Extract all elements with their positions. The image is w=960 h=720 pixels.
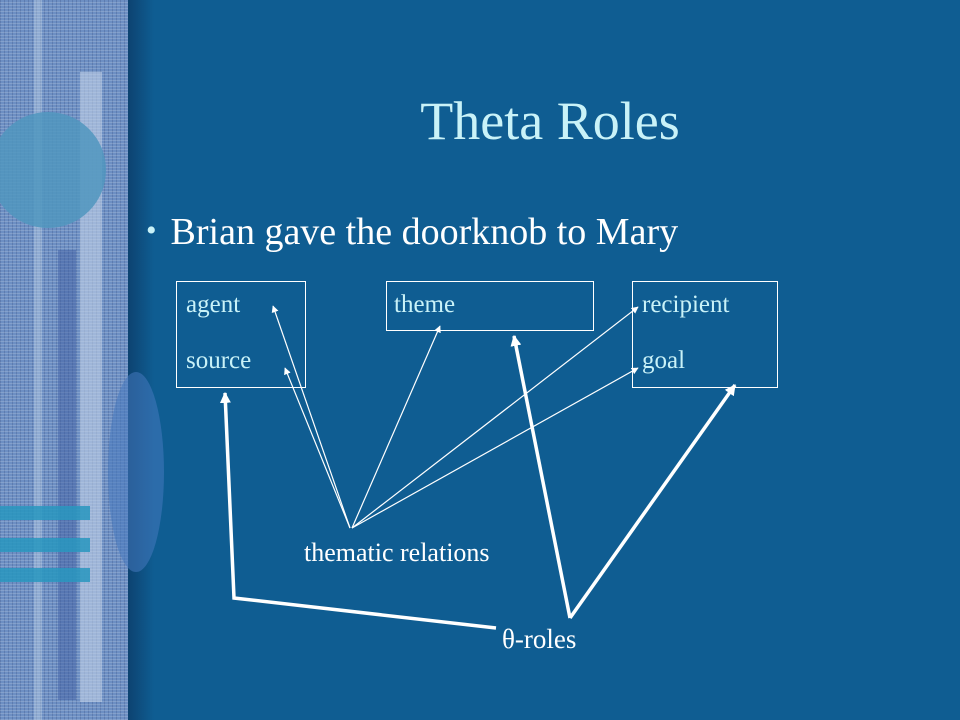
- arrow-thematic-to-recipient: [351, 306, 639, 529]
- arrow-thematic-to-source: [284, 367, 351, 529]
- role-label-source: source: [186, 347, 252, 374]
- role-label-recipient: recipient: [642, 291, 730, 318]
- arrow-theta-to-agent-box: [219, 391, 497, 630]
- arrow-thematic-to-agent: [271, 305, 351, 529]
- bullet-dot-icon: •: [146, 214, 157, 247]
- bullet-item: • Brian gave the doorknob to Mary: [146, 210, 678, 254]
- bullet-text: Brian gave the doorknob to Mary: [170, 211, 679, 253]
- role-label-agent: agent: [186, 291, 241, 318]
- arrow-theta-to-recipient-box: [568, 383, 737, 620]
- decorative-oval: [108, 372, 164, 572]
- decorative-stripe: [0, 568, 90, 582]
- role-label-goal: goal: [642, 347, 686, 374]
- arrow-theta-to-theme-box: [510, 334, 572, 619]
- arrow-thematic-to-goal: [351, 367, 639, 529]
- role-box-agent: [176, 281, 306, 388]
- theta-roles-label: θ-roles: [502, 624, 577, 654]
- decorative-bar: [58, 250, 76, 700]
- decorative-stripe: [0, 506, 90, 520]
- role-box-recipient: [632, 281, 778, 388]
- decorative-circle: [0, 112, 106, 228]
- decorative-bar: [34, 0, 42, 720]
- role-label-theme: theme: [394, 291, 456, 318]
- arrow-thematic-to-theme: [351, 325, 441, 529]
- decorative-strip-shadow: [128, 0, 154, 720]
- role-box-theme: [386, 281, 594, 331]
- decorative-stripe: [0, 538, 90, 552]
- slide-title: Theta Roles: [420, 91, 680, 151]
- thematic-relations-label: thematic relations: [304, 538, 490, 567]
